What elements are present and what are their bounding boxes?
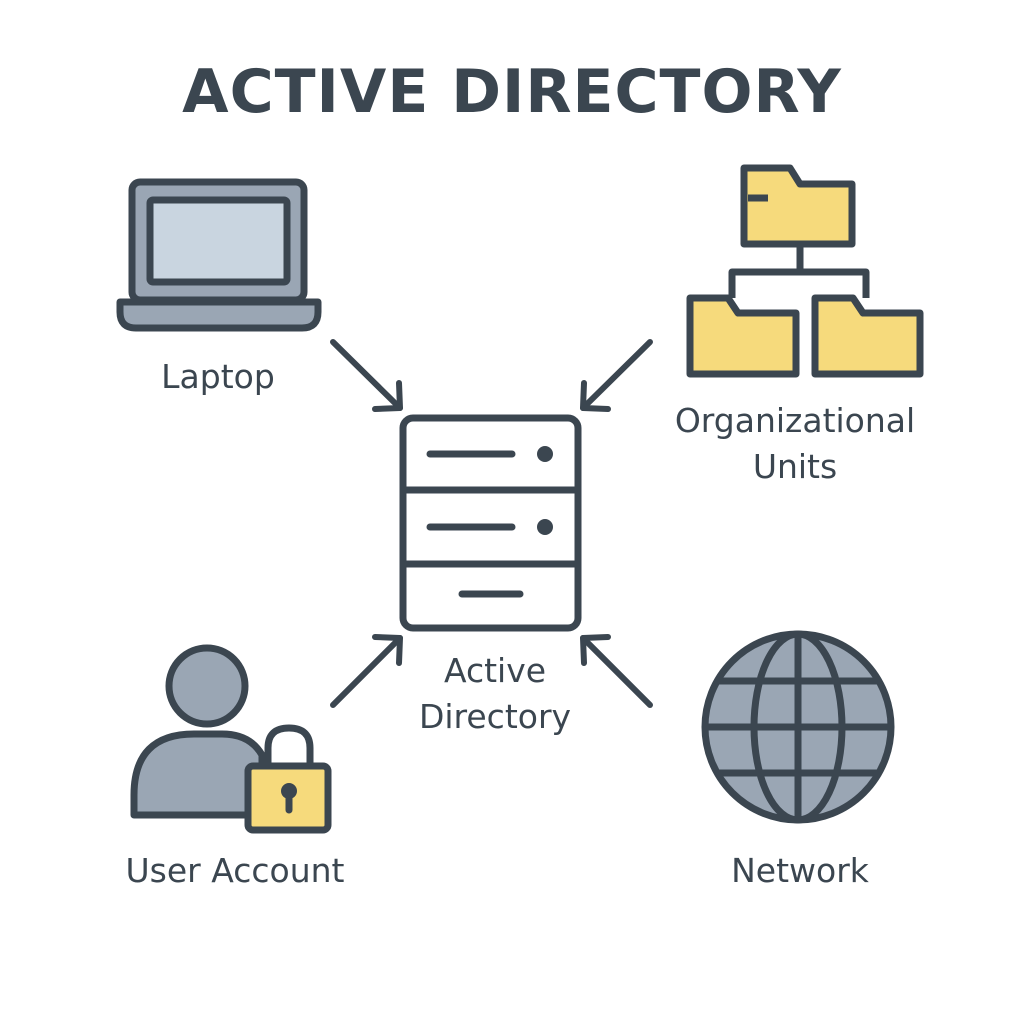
organizational-units-label: Organizational Units	[640, 398, 950, 490]
active-directory-label-line2: Directory	[418, 697, 572, 736]
diagram-title: ACTIVE DIRECTORY	[182, 57, 842, 127]
laptop-icon	[116, 178, 322, 332]
arrow-network-to-ad	[580, 634, 653, 708]
organizational-units-label-line1: Organizational	[674, 401, 916, 440]
arrow-ou-to-ad	[580, 339, 653, 412]
laptop-label: Laptop	[161, 357, 275, 396]
arrow-user-to-ad	[330, 634, 403, 708]
server-icon	[399, 414, 582, 632]
globe-icon	[701, 630, 895, 824]
arrow-laptop-to-ad	[330, 339, 403, 412]
active-directory-label-line1: Active	[443, 651, 547, 690]
organizational-units-label-line2: Units	[752, 447, 838, 486]
folder-hierarchy-icon	[686, 164, 924, 378]
user-account-label: User Account	[125, 851, 345, 890]
active-directory-label: Active Directory	[370, 648, 620, 740]
user-lock-icon	[130, 644, 332, 834]
network-label: Network	[731, 851, 869, 890]
